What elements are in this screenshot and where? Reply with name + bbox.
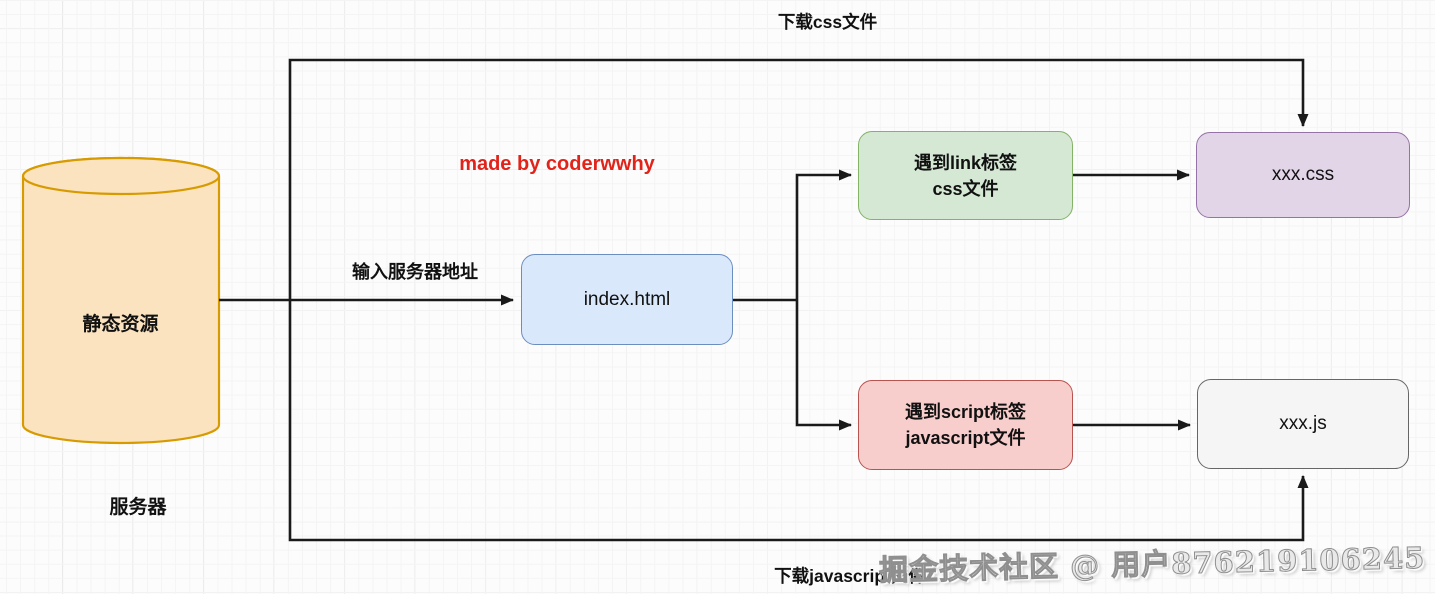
node-xxx-js: xxx.js	[1197, 379, 1409, 469]
node-link-tag: 遇到link标签 css文件	[858, 131, 1073, 220]
edge-label-enter-address: 输入服务器地址	[352, 262, 478, 282]
node-script-tag: 遇到script标签 javascript文件	[858, 380, 1073, 470]
script-tag-line1: 遇到script标签	[904, 402, 1027, 422]
edge-branch-script	[795, 300, 852, 431]
edge-download-js	[288, 300, 1309, 542]
xxx-js-label: xxx.js	[1279, 413, 1327, 434]
edge-label-download-js: 下载javascript文件	[774, 566, 926, 586]
link-tag-line1: 遇到link标签	[913, 152, 1017, 173]
node-xxx-css: xxx.css	[1196, 132, 1410, 218]
edge-label-download-css: 下载css文件	[777, 12, 878, 32]
link-tag-line2: css文件	[932, 178, 999, 199]
server-caption: 服务器	[109, 497, 167, 518]
xxx-css-label: xxx.css	[1271, 164, 1335, 185]
static-resources-label: 静态资源	[82, 314, 159, 335]
script-tag-line2: javascript文件	[905, 428, 1026, 448]
index-html-label: index.html	[583, 288, 671, 310]
node-index-html: index.html	[521, 254, 733, 345]
static-resources-cylinder	[21, 156, 221, 445]
watermark-text: 掘金技术社区 @ 用户876219106245	[878, 540, 1426, 588]
edge-branch-link	[795, 169, 852, 300]
credit-text: made by coderwwhy	[459, 153, 655, 175]
